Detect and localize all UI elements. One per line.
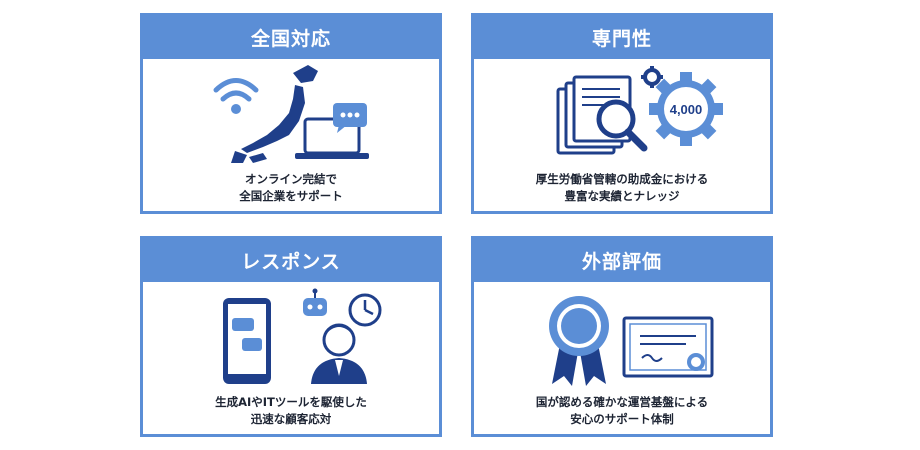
badge-value: 4,000: [670, 102, 703, 117]
medal-icon: [549, 296, 609, 386]
medal-certificate-icon: [549, 296, 714, 386]
caption-line: 安心のサポート体制: [570, 412, 674, 426]
small-gear-icon: [641, 66, 663, 88]
card-title: 全国対応: [143, 16, 439, 59]
card-expertise: 専門性: [471, 13, 773, 214]
caption-line: 国が認める確かな運営基盤による: [535, 395, 709, 409]
card-caption: 厚生労働省管轄の助成金における 豊富な実績とナレッジ: [474, 171, 770, 205]
card-title: 外部評価: [474, 239, 770, 282]
card-response: レスポンス: [140, 236, 442, 437]
card-caption: オンライン完結で 全国企業をサポート: [143, 171, 439, 205]
card-external-evaluation: 外部評価 国が認める確かな運営基盤による: [471, 236, 773, 437]
caption-line: 迅速な顧客応対: [250, 412, 332, 426]
japan-map-icon: [231, 65, 318, 163]
smartphone-icon: [223, 298, 271, 384]
japan-map-laptop-icon: [213, 65, 369, 163]
wifi-icon: [213, 78, 259, 102]
caption-line: オンライン完結で: [245, 172, 337, 186]
magnifier-icon: [596, 99, 648, 152]
caption-line: 全国企業をサポート: [239, 189, 343, 203]
card-caption: 国が認める確かな運営基盤による 安心のサポート体制: [474, 394, 770, 428]
card-title: 専門性: [474, 16, 770, 59]
caption-line: 豊富な実績とナレッジ: [564, 189, 680, 203]
caption-line: 厚生労働省管轄の助成金における: [535, 172, 709, 186]
laptop-icon: [295, 117, 369, 159]
certificate-icon: [622, 316, 714, 378]
document-lines: [582, 88, 620, 106]
card-caption: 生成AIやITツールを駆使した 迅速な顧客応対: [143, 394, 439, 428]
operator-icon: [311, 323, 367, 384]
caption-line: 生成AIやITツールを駆使した: [215, 395, 367, 409]
documents-gear-icon: 4,000: [556, 66, 723, 155]
card-nationwide: 全国対応: [140, 13, 442, 214]
robot-icon: [303, 288, 327, 316]
clock-icon: [348, 293, 382, 327]
card-title: レスポンス: [143, 239, 439, 282]
phone-robot-operator-icon: [223, 288, 382, 384]
chat-bubble-icon: [333, 103, 367, 133]
